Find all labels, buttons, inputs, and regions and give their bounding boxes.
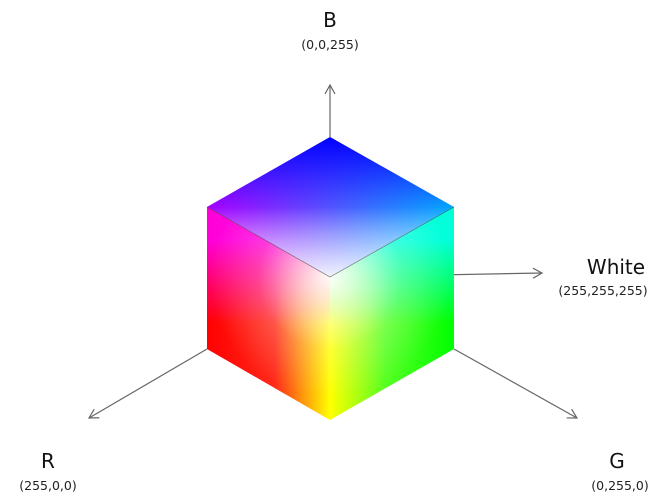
g-axis-coords: (0,255,0) [591, 478, 648, 493]
white-axis-coords: (255,255,255) [558, 283, 647, 298]
r-axis-label: R [41, 449, 55, 473]
b-axis-label: B [323, 8, 337, 32]
r-axis-arrow [87, 348, 208, 419]
rgb-cube [206, 137, 455, 420]
cube-right-face [330, 207, 454, 420]
g-axis-arrow [453, 348, 579, 419]
g-axis-label: G [609, 449, 625, 473]
cube-edges [206, 206, 455, 278]
white-axis-label: White [587, 255, 645, 279]
b-axis-coords: (0,0,255) [301, 37, 358, 52]
cube-left-face [207, 207, 330, 420]
r-axis-coords: (255,0,0) [19, 478, 76, 493]
